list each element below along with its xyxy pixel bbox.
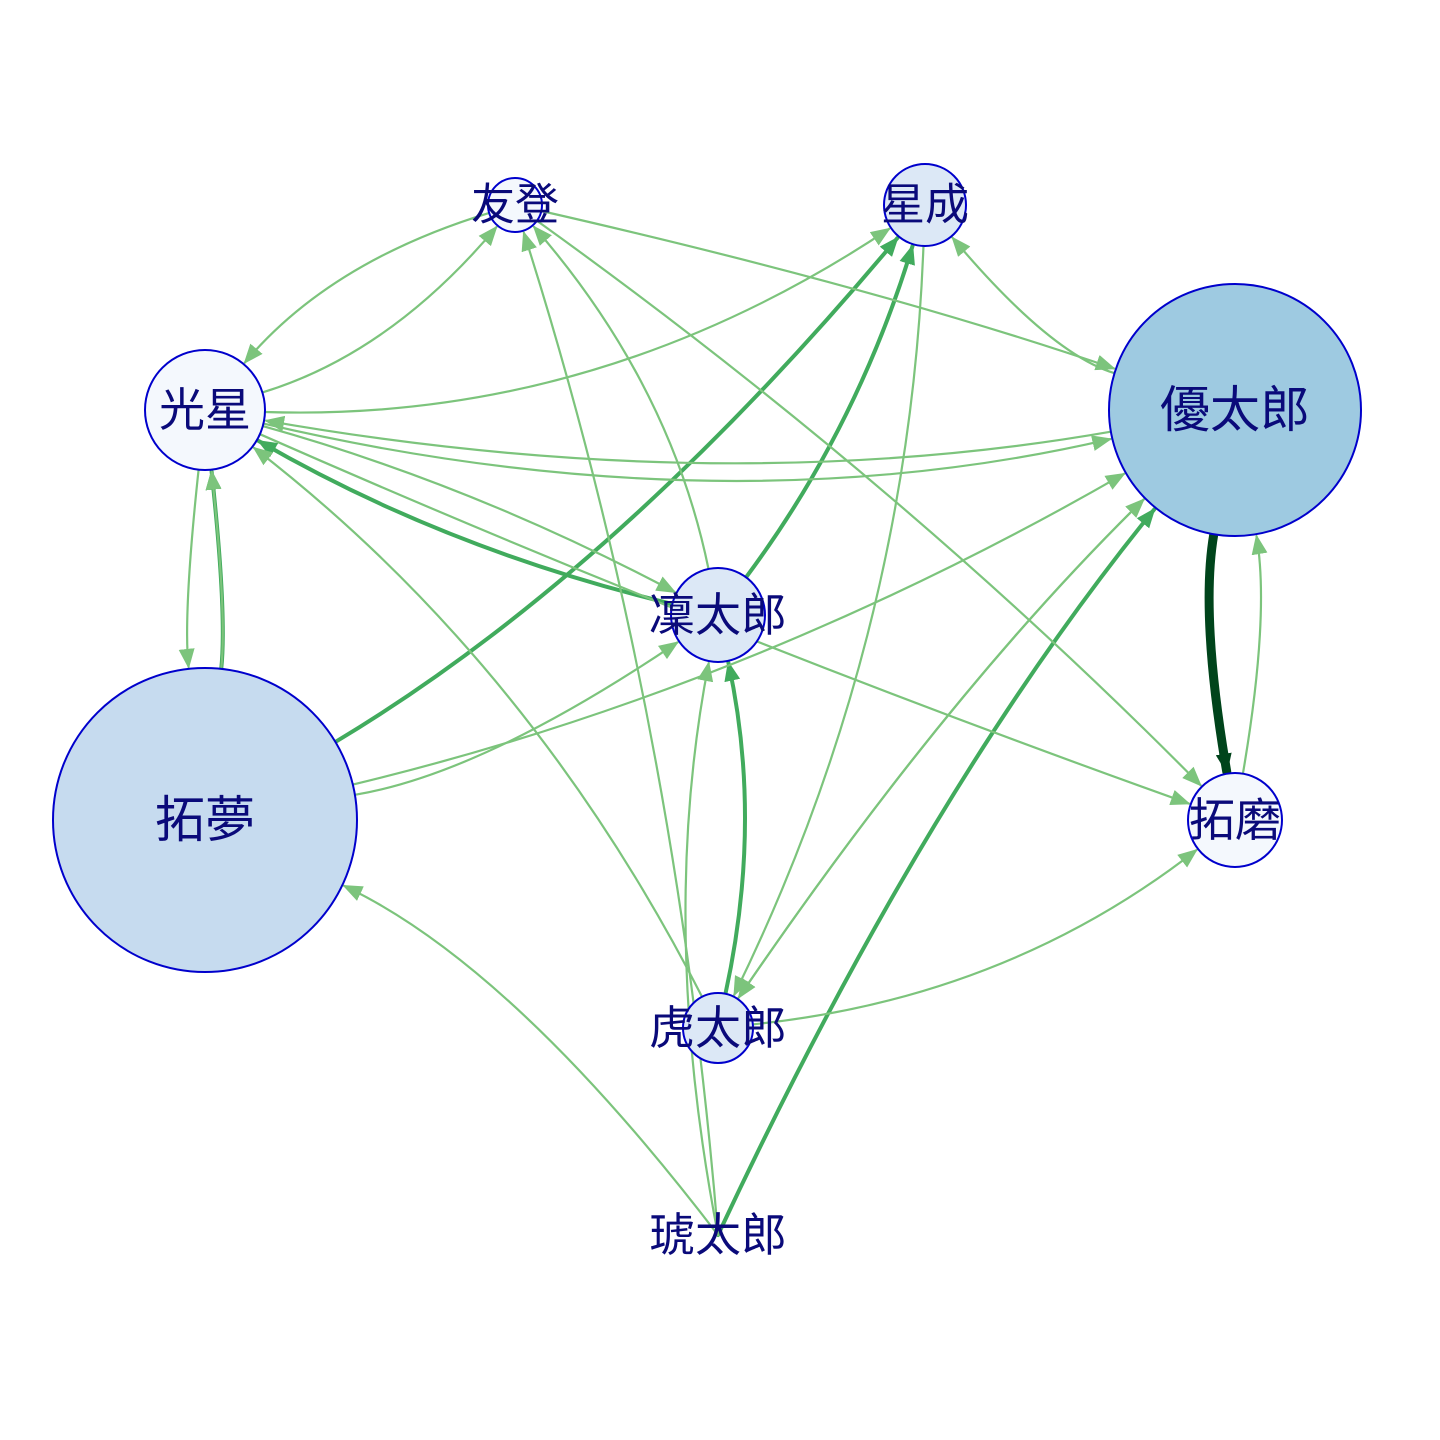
edge-n6-to-n3 — [205, 469, 224, 670]
node-n9: 琥太郎 — [649, 1208, 787, 1262]
node-circle-n6 — [52, 667, 358, 973]
edge-n3-to-n5 — [261, 425, 677, 594]
edge-n8-to-n5 — [723, 660, 747, 996]
edge-n9-to-n5 — [684, 661, 720, 1237]
edge-n8-to-n7 — [751, 848, 1198, 1026]
edge-n5-to-n2 — [744, 244, 915, 580]
node-circle-n4 — [1108, 283, 1362, 537]
edge-n5-to-n1 — [532, 225, 710, 571]
node-circle-n3 — [144, 349, 266, 471]
edge-n6-to-n4 — [351, 472, 1126, 786]
node-label-n5: 凜太郎 — [649, 588, 787, 642]
node-label-n8: 虎太郎 — [649, 1001, 787, 1055]
node-n5: 凜太郎 — [649, 567, 787, 663]
edge-n4-to-n7 — [1204, 529, 1232, 777]
node-label-n9: 琥太郎 — [649, 1208, 787, 1262]
node-label-n2: 星成 — [881, 180, 969, 231]
node-n8: 虎太郎 — [649, 992, 787, 1064]
node-circle-n7 — [1187, 772, 1283, 868]
edge-n9-to-n6 — [342, 884, 720, 1237]
edge-n3-to-n4 — [262, 422, 1113, 483]
node-label-n3: 光星 — [159, 383, 251, 437]
node-circle-n5 — [670, 567, 766, 663]
edge-n1-to-n7 — [535, 219, 1202, 787]
node-label-n4: 優太郎 — [1160, 381, 1310, 439]
edge-n4-to-n2 — [951, 236, 1116, 375]
node-label-n1: 友登 — [471, 180, 559, 231]
node-circle-n8 — [682, 992, 754, 1064]
edge-n8-to-n3 — [252, 446, 704, 998]
edge-n3-to-n6 — [178, 468, 200, 669]
edge-n9-to-n1 — [521, 230, 720, 1237]
node-n3: 光星 — [144, 349, 266, 471]
edge-n5-to-n3 — [256, 439, 675, 606]
node-n4: 優太郎 — [1108, 283, 1362, 537]
node-n7: 拓磨 — [1187, 772, 1283, 868]
node-circle-n1 — [487, 177, 543, 233]
edge-n3-to-n2 — [263, 227, 891, 414]
edge-n7-to-n4 — [1241, 534, 1268, 775]
node-circle-n2 — [883, 163, 967, 247]
edge-n1-to-n4 — [540, 209, 1116, 371]
edge-n8-to-n4 — [736, 498, 1145, 1001]
node-label-n6: 拓夢 — [155, 791, 255, 849]
node-n6: 拓夢 — [52, 667, 358, 973]
edge-n4-to-n3 — [264, 415, 1112, 465]
edge-n3-to-n1 — [261, 225, 498, 394]
node-label-n7: 拓磨 — [1189, 793, 1281, 847]
edge-n9-to-n4 — [716, 507, 1157, 1237]
edge-n1-to-n3 — [243, 211, 491, 365]
node-n1: 友登 — [471, 177, 559, 233]
edge-n6-to-n2 — [333, 235, 900, 744]
edge-n2-to-n8 — [733, 244, 925, 997]
edge-n4-to-n8 — [737, 497, 1147, 1000]
node-n2: 星成 — [881, 163, 969, 247]
edges-layer — [178, 209, 1268, 1237]
